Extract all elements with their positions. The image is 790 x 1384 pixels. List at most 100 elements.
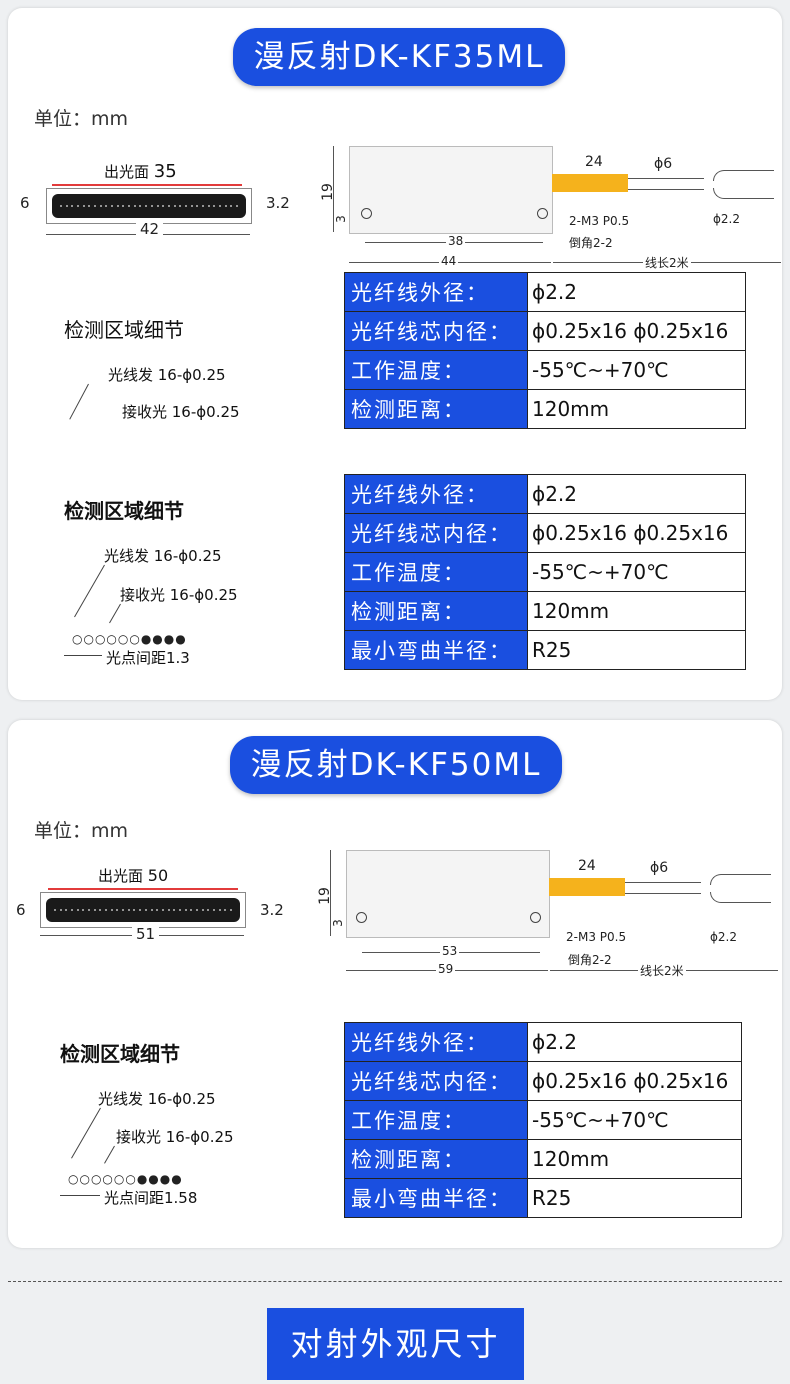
- fiber-dot: [59, 205, 62, 207]
- detail-receive: 接收光 16-ϕ0.25: [116, 1128, 234, 1146]
- fiber-dot: [196, 205, 199, 207]
- detail-spacing: 光点间距1.3: [106, 649, 190, 667]
- spec-key: 检测距离：: [344, 389, 528, 429]
- spec-value: 120mm: [527, 591, 746, 631]
- detail-title: 检测区域细节: [64, 499, 184, 523]
- mount-hole: [356, 912, 367, 923]
- section-heading-through-beam: 对射外观尺寸: [267, 1308, 524, 1380]
- fiber-dot: [150, 909, 153, 911]
- detail-emit-ghost: 光线发 16-ϕ0.25: [108, 366, 226, 384]
- screw-spec: 2-M3 P0.5: [569, 214, 630, 228]
- spec-key: 最小弯曲半径：: [344, 1178, 528, 1218]
- face-height: 6: [20, 194, 30, 212]
- fiber-sleeve: [549, 878, 625, 896]
- fiber-dot: [173, 909, 176, 911]
- fiber-dot: [122, 909, 125, 911]
- face-label: 出光面 35: [104, 161, 177, 182]
- cable-length: 线长2米: [638, 962, 686, 979]
- product-title: 漫反射DK-KF35ML: [233, 28, 565, 86]
- fiber-dot: [65, 205, 68, 207]
- fiber-dot: [190, 909, 193, 911]
- fiber-split-bottom: [710, 892, 771, 903]
- spec-value: 120mm: [527, 389, 746, 429]
- cable-length: 线长2米: [643, 254, 691, 271]
- dim-59: 59: [436, 962, 456, 976]
- fiber-dot: [70, 909, 73, 911]
- spec-row: 光纤线芯内径：ϕ0.25x16 ϕ0.25x16: [344, 1061, 742, 1101]
- fiber-dot: [110, 909, 113, 911]
- leader-line-receive: [109, 603, 121, 624]
- spec-value: ϕ2.2: [527, 474, 746, 514]
- light-face-bar: [40, 892, 246, 928]
- leader-line-receive: [104, 1145, 115, 1164]
- dim-24: 24: [585, 154, 603, 170]
- spec-row: 光纤线外径：ϕ2.2: [344, 1022, 742, 1062]
- fiber-dot: [105, 909, 108, 911]
- spec-value: ϕ0.25x16 ϕ0.25x16: [527, 311, 746, 351]
- dim-38: 38: [446, 234, 466, 248]
- spec-value: 120mm: [527, 1139, 742, 1179]
- fiber-dot: [59, 909, 62, 911]
- face-label: 出光面 50: [98, 866, 169, 885]
- fiber-dot: [116, 205, 119, 207]
- fiber-dot: [82, 205, 85, 207]
- dim-phi6: ϕ6: [654, 156, 673, 172]
- fiber-dot: [213, 909, 216, 911]
- detail-title-ghost: 检测区域细节: [64, 318, 184, 342]
- fiber-dot: [145, 205, 148, 207]
- spec-row: 最小弯曲半径：R25: [344, 630, 746, 670]
- fiber-dot: [71, 205, 74, 207]
- spec-value: ϕ0.25x16 ϕ0.25x16: [527, 1061, 742, 1101]
- housing-body: [349, 146, 553, 234]
- cable-phi: ϕ2.2: [713, 212, 740, 226]
- fiber-dot: [99, 205, 102, 207]
- fiber-dot: [93, 909, 96, 911]
- spec-row: 光纤线芯内径：ϕ0.25x16 ϕ0.25x16: [344, 311, 746, 351]
- spec-row: 工作温度：-55℃~+70℃: [344, 552, 746, 592]
- dim-53: 53: [440, 944, 460, 958]
- fiber-dot: [111, 205, 114, 207]
- spec-row: 光纤线外径：ϕ2.2: [344, 272, 746, 312]
- spec-table: 光纤线外径：ϕ2.2 光纤线芯内径：ϕ0.25x16 ϕ0.25x16 工作温度…: [344, 474, 746, 670]
- spec-value: R25: [527, 1178, 742, 1218]
- unit-label: 单位：mm: [34, 820, 129, 842]
- fiber-dot: [196, 909, 199, 911]
- face-red-dimension: [52, 184, 242, 186]
- mount-hole: [537, 208, 548, 219]
- fiber-dot: [133, 205, 136, 207]
- spec-row: 光纤线外径：ϕ2.2: [344, 474, 746, 514]
- dim-line-19: [333, 146, 334, 232]
- spec-key: 工作温度：: [344, 552, 528, 592]
- detail-emit: 光线发 16-ϕ0.25: [104, 547, 222, 565]
- fiber-dot: [190, 205, 193, 207]
- fiber-dot: [179, 205, 182, 207]
- fiber-dot: [207, 909, 210, 911]
- spec-key: 工作温度：: [344, 350, 528, 390]
- detail-receive: 接收光 16-ϕ0.25: [120, 586, 238, 604]
- spec-value: ϕ2.2: [527, 1022, 742, 1062]
- fiber-dot: [65, 909, 68, 911]
- fiber-dot: [230, 205, 233, 207]
- fiber-dot: [219, 205, 222, 207]
- face-width: 51: [132, 925, 160, 943]
- side-drawing: 24 ϕ6 19 3 2-M3 P0.5 倒角2-2 ϕ2.2 53 59 线长…: [310, 848, 780, 979]
- fiber-cable: [625, 882, 701, 894]
- section-divider: [8, 1281, 782, 1282]
- face-width: 42: [136, 220, 164, 238]
- fiber-dot: [162, 205, 165, 207]
- spec-row: 检测距离：120mm: [344, 389, 746, 429]
- product-card-kf35ml: 漫反射DK-KF35ML 单位：mm 出光面 35 6 3.2 42 24 ϕ6…: [8, 8, 782, 700]
- fiber-dot: [167, 205, 170, 207]
- face-thickness: 3.2: [266, 194, 290, 212]
- fiber-dot: [144, 909, 147, 911]
- product-title: 漫反射DK-KF50ML: [230, 736, 562, 794]
- spec-value: ϕ0.25x16 ϕ0.25x16: [527, 513, 746, 553]
- fiber-dot: [184, 205, 187, 207]
- face-height: 6: [16, 901, 26, 919]
- light-face-bar: [46, 188, 252, 224]
- spec-value: ϕ2.2: [527, 272, 746, 312]
- chamfer-spec: 倒角2-2: [568, 953, 612, 967]
- fiber-dot: [156, 205, 159, 207]
- detail-receive-ghost: 接收光 16-ϕ0.25: [122, 403, 240, 421]
- fiber-dot: [139, 205, 142, 207]
